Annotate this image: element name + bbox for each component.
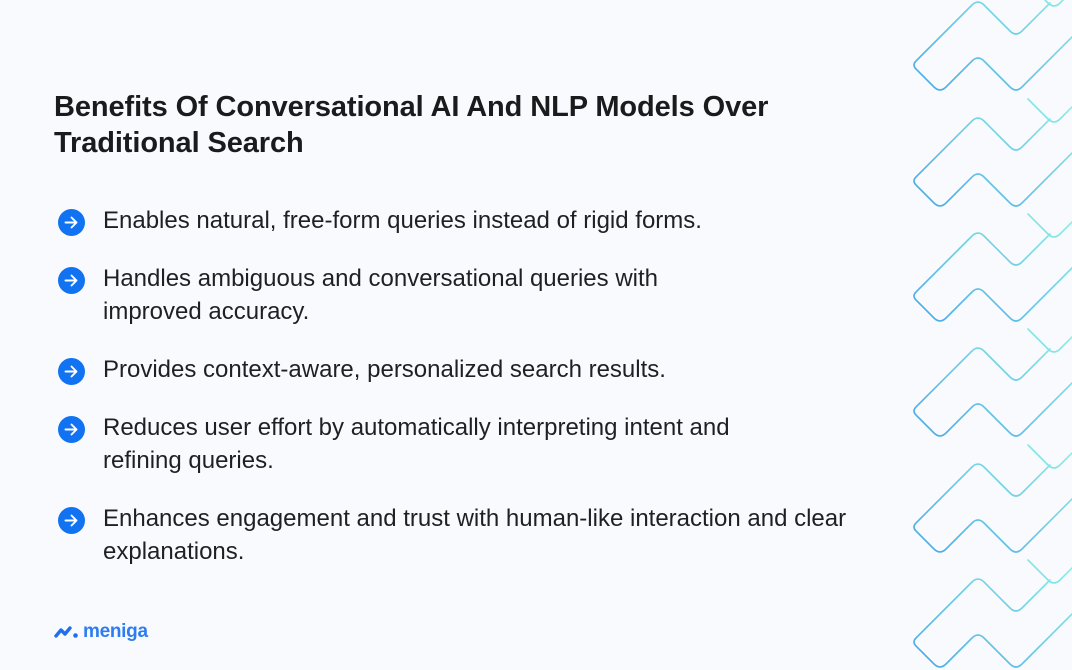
arrow-right-circle-icon bbox=[58, 209, 85, 236]
zigzag-pattern-decoration-icon bbox=[913, 0, 1072, 668]
list-item-text: Enhances engagement and trust with human… bbox=[103, 505, 847, 565]
arrow-right-circle-icon bbox=[58, 416, 85, 443]
list-item: Enhances engagement and trust with human… bbox=[58, 502, 858, 568]
arrow-right-circle-icon bbox=[58, 358, 85, 385]
logo-wordmark: meniga bbox=[83, 621, 148, 642]
arrow-right-circle-icon bbox=[58, 507, 85, 534]
meniga-logo-mark-icon bbox=[54, 626, 78, 638]
page-title: Benefits Of Conversational AI And NLP Mo… bbox=[54, 91, 769, 159]
list-item: Provides context-aware, personalized sea… bbox=[58, 353, 858, 386]
list-item: Reduces user effort by automatically int… bbox=[58, 411, 858, 477]
list-item: Enables natural, free-form queries inste… bbox=[58, 204, 858, 237]
list-item-text: Provides context-aware, personalized sea… bbox=[103, 356, 666, 383]
list-item-text: Handles ambiguous and conversational que… bbox=[103, 265, 658, 325]
list-item-text: Enables natural, free-form queries inste… bbox=[103, 207, 702, 234]
list-item: Handles ambiguous and conversational que… bbox=[58, 262, 858, 328]
arrow-right-circle-icon bbox=[58, 267, 85, 294]
list-item-text: Reduces user effort by automatically int… bbox=[103, 414, 730, 474]
meniga-logo: meniga bbox=[54, 621, 148, 643]
benefits-list: Enables natural, free-form queries inste… bbox=[58, 204, 858, 593]
